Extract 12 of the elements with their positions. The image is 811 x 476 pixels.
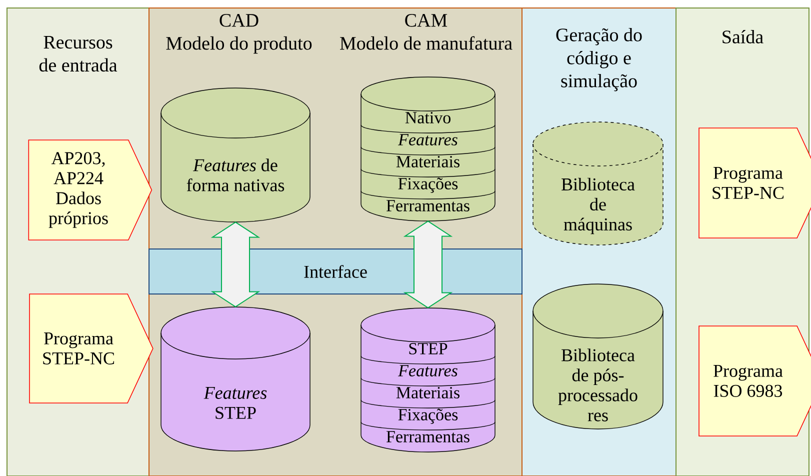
pentagon-box: Programa STEP-NC (29, 294, 154, 404)
database-cylinder: Biblioteca de máquinas (532, 122, 664, 246)
stacked-cylinder: STEP Features Materiais Fixações Ferramentas (360, 308, 496, 452)
database-cylinder: Biblioteca de pós- processado res (532, 284, 664, 430)
pentagon-box: Programa ISO 6983 (698, 326, 811, 436)
stacked-cylinder: Nativo Features Materiais Fixações Ferramentas (360, 76, 496, 222)
pentagon-box: Programa STEP-NC (698, 128, 811, 238)
double-arrow (210, 222, 260, 308)
database-cylinder: Features STEP (160, 306, 310, 452)
database-cylinder: Features de forma nativas (160, 88, 310, 222)
double-arrow (403, 220, 453, 308)
pentagon-box: AP203, AP224 Dados próprios (28, 140, 152, 240)
